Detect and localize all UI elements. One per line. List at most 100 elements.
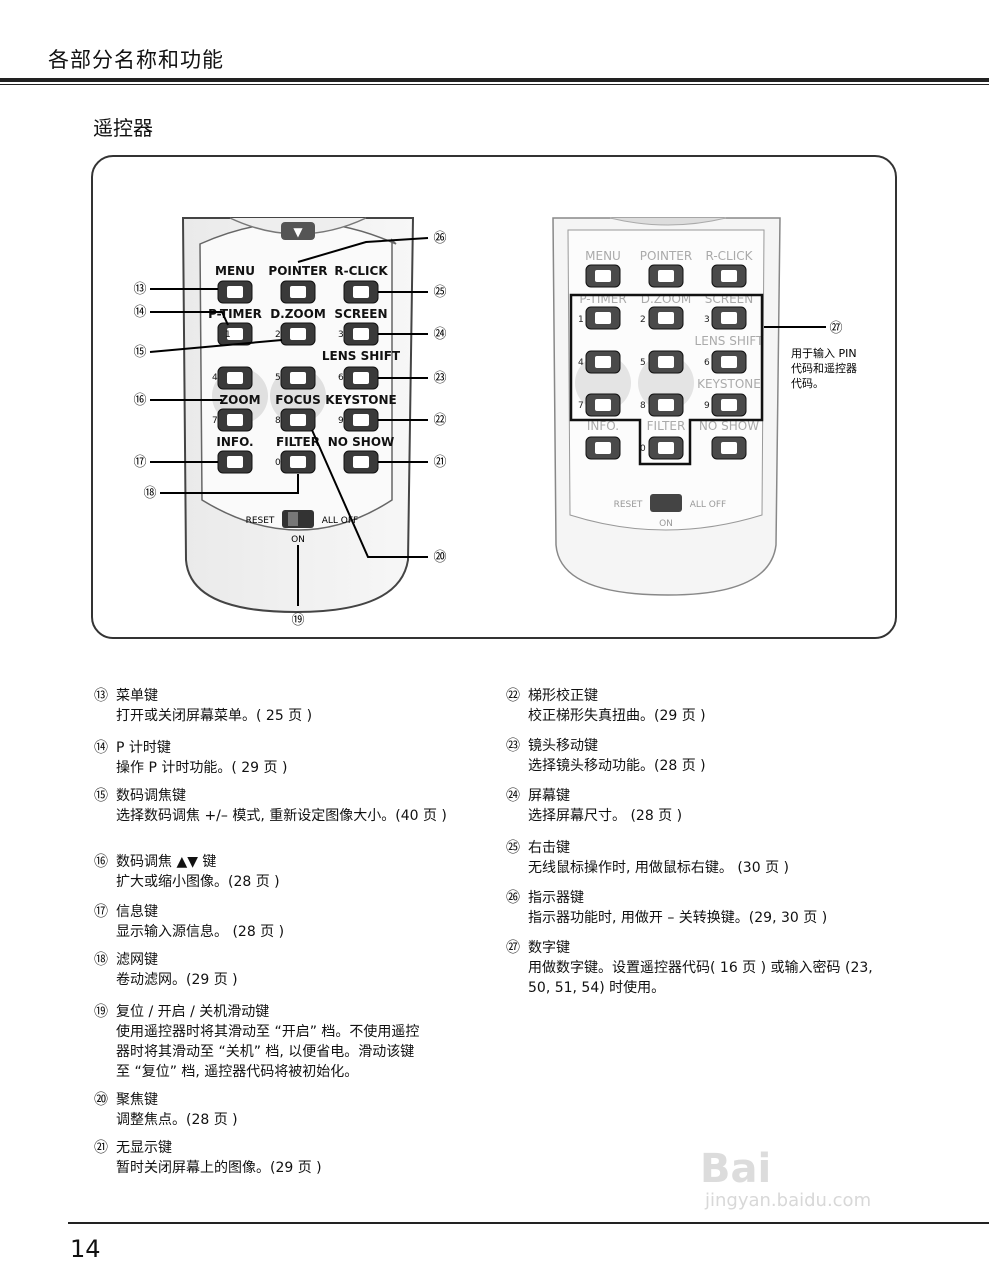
right-label: R-CLICK	[705, 249, 753, 263]
digit-label-right: 5	[640, 358, 646, 368]
item-body: 打开或关闭屏幕菜单。( 25 页 )	[116, 708, 313, 724]
button-glyph-icon	[353, 286, 369, 298]
button-glyph-icon	[290, 372, 306, 384]
callout-27: ㉗	[829, 321, 842, 336]
button-glyph-icon	[658, 356, 674, 368]
callout-marker: ㉒	[433, 413, 446, 428]
button-glyph-icon	[721, 270, 737, 282]
baidu-paw-icon: Bai	[700, 1146, 771, 1192]
callout-marker: ⑰	[133, 455, 146, 470]
item-body: 用做数字键。设置遥控器代码( 16 页 ) 或输入密码 (23, 50, 51,…	[528, 960, 873, 996]
item-title: 数码调焦 ▲▼ 键	[116, 854, 217, 870]
item-number: ㉓	[506, 738, 520, 754]
callout-marker: ㉓	[433, 371, 446, 386]
item-title: 聚焦键	[116, 1092, 158, 1108]
item-number: ⑳	[94, 1092, 108, 1108]
item-number: ㉒	[506, 688, 520, 704]
button-glyph-icon	[227, 414, 243, 426]
down-arrow-button[interactable]	[281, 222, 315, 240]
callout-marker: ⑲	[291, 613, 304, 628]
button-glyph-icon	[290, 456, 306, 468]
remote-diagram-panel	[91, 155, 897, 639]
item-body: 使用遥控器时将其滑动至 “开启” 档。不使用遥控 器时将其滑动至 “关机” 档,…	[116, 1024, 420, 1080]
description-item: ⑳ 聚焦键调整焦点。(28 页 )	[94, 1090, 494, 1130]
label-p-timer: P-TIMER	[208, 307, 262, 321]
button-glyph-icon	[721, 312, 737, 324]
digit-label-right: 4	[578, 358, 584, 368]
button-glyph-icon	[353, 328, 369, 340]
callout-marker: ⑳	[433, 550, 446, 565]
item-body: 操作 P 计时功能。( 29 页 )	[116, 760, 288, 776]
callout-marker: ⑮	[133, 345, 146, 360]
item-number: ㉕	[506, 840, 520, 856]
section-title: 各部分名称和功能	[48, 48, 224, 72]
watermark-url: jingyan.baidu.com	[705, 1190, 872, 1211]
header-rule-thin	[0, 84, 989, 85]
button-glyph-icon	[658, 270, 674, 282]
label-zoom: ZOOM	[219, 393, 260, 407]
callout-marker: ㉑	[433, 455, 446, 470]
callout-marker: ⑬	[133, 282, 146, 297]
digit-label-right: 2	[640, 315, 646, 325]
button-glyph-icon	[227, 372, 243, 384]
button-glyph-icon	[353, 414, 369, 426]
svg-text:Bai: Bai	[700, 1146, 771, 1192]
right-label: MENU	[585, 249, 621, 263]
button-glyph-icon	[721, 356, 737, 368]
header-rule	[0, 78, 989, 82]
button-glyph-icon	[721, 399, 737, 411]
button-glyph-icon	[595, 399, 611, 411]
item-body: 选择屏幕尺寸。 (28 页 )	[528, 808, 683, 824]
item-title: 梯形校正键	[528, 688, 598, 704]
down-arrow-icon: ▼	[293, 225, 303, 239]
item-title: 菜单键	[116, 688, 158, 704]
callout-marker: ㉖	[433, 231, 446, 246]
item-body: 指示器功能时, 用做开 – 关转换键。(29, 30 页 )	[528, 910, 828, 926]
slider-on-label-right: ON	[659, 519, 673, 529]
button-glyph-icon	[290, 286, 306, 298]
digit-label: 3	[338, 330, 344, 340]
callout-marker: ⑯	[133, 393, 146, 408]
digit-label: 0	[275, 458, 281, 468]
label-filter: FILTER	[276, 435, 320, 449]
right-label: NO SHOW	[699, 419, 759, 433]
button-glyph-icon	[227, 328, 243, 340]
item-title: 屏幕键	[528, 788, 570, 804]
reset-slider-right[interactable]	[650, 494, 682, 512]
item-number: ⑲	[94, 1004, 108, 1020]
item-body: 选择镜头移动功能。(28 页 )	[528, 758, 706, 774]
digit-label-right: 3	[704, 315, 710, 325]
item-body: 选择数码调焦 +/– 模式, 重新设定图像大小。(40 页 )	[116, 808, 447, 824]
label-lens-shift: LENS SHIFT	[322, 349, 401, 363]
label-keystone: KEYSTONE	[325, 393, 396, 407]
right-label: LENS SHIFT	[695, 334, 765, 348]
item-body: 暂时关闭屏幕上的图像。(29 页 )	[116, 1160, 322, 1176]
digit-label: 9	[338, 416, 344, 426]
item-body: 校正梯形失真扭曲。(29 页 )	[528, 708, 706, 724]
callout-marker: ㉕	[433, 285, 446, 300]
item-number: ⑮	[94, 788, 108, 804]
item-title: 镜头移动键	[528, 738, 598, 754]
slider-alloff-label-right: ALL OFF	[690, 500, 726, 510]
item-number: ⑱	[94, 952, 108, 968]
item-number: ⑭	[94, 740, 108, 756]
digit-label-right: 6	[704, 358, 710, 368]
item-body: 调整焦点。(28 页 )	[116, 1112, 238, 1128]
label-d-zoom: D.ZOOM	[270, 307, 326, 321]
item-body: 无线鼠标操作时, 用做鼠标右键。 (30 页 )	[528, 860, 789, 876]
item-title: 数字键	[528, 940, 570, 956]
digit-label-right: 7	[578, 401, 584, 411]
item-body: 扩大或缩小图像。(28 页 )	[116, 874, 280, 890]
reset-slider-knob[interactable]	[288, 512, 298, 526]
number-keys-outline	[569, 293, 764, 466]
callout-marker: ⑱	[143, 486, 156, 501]
